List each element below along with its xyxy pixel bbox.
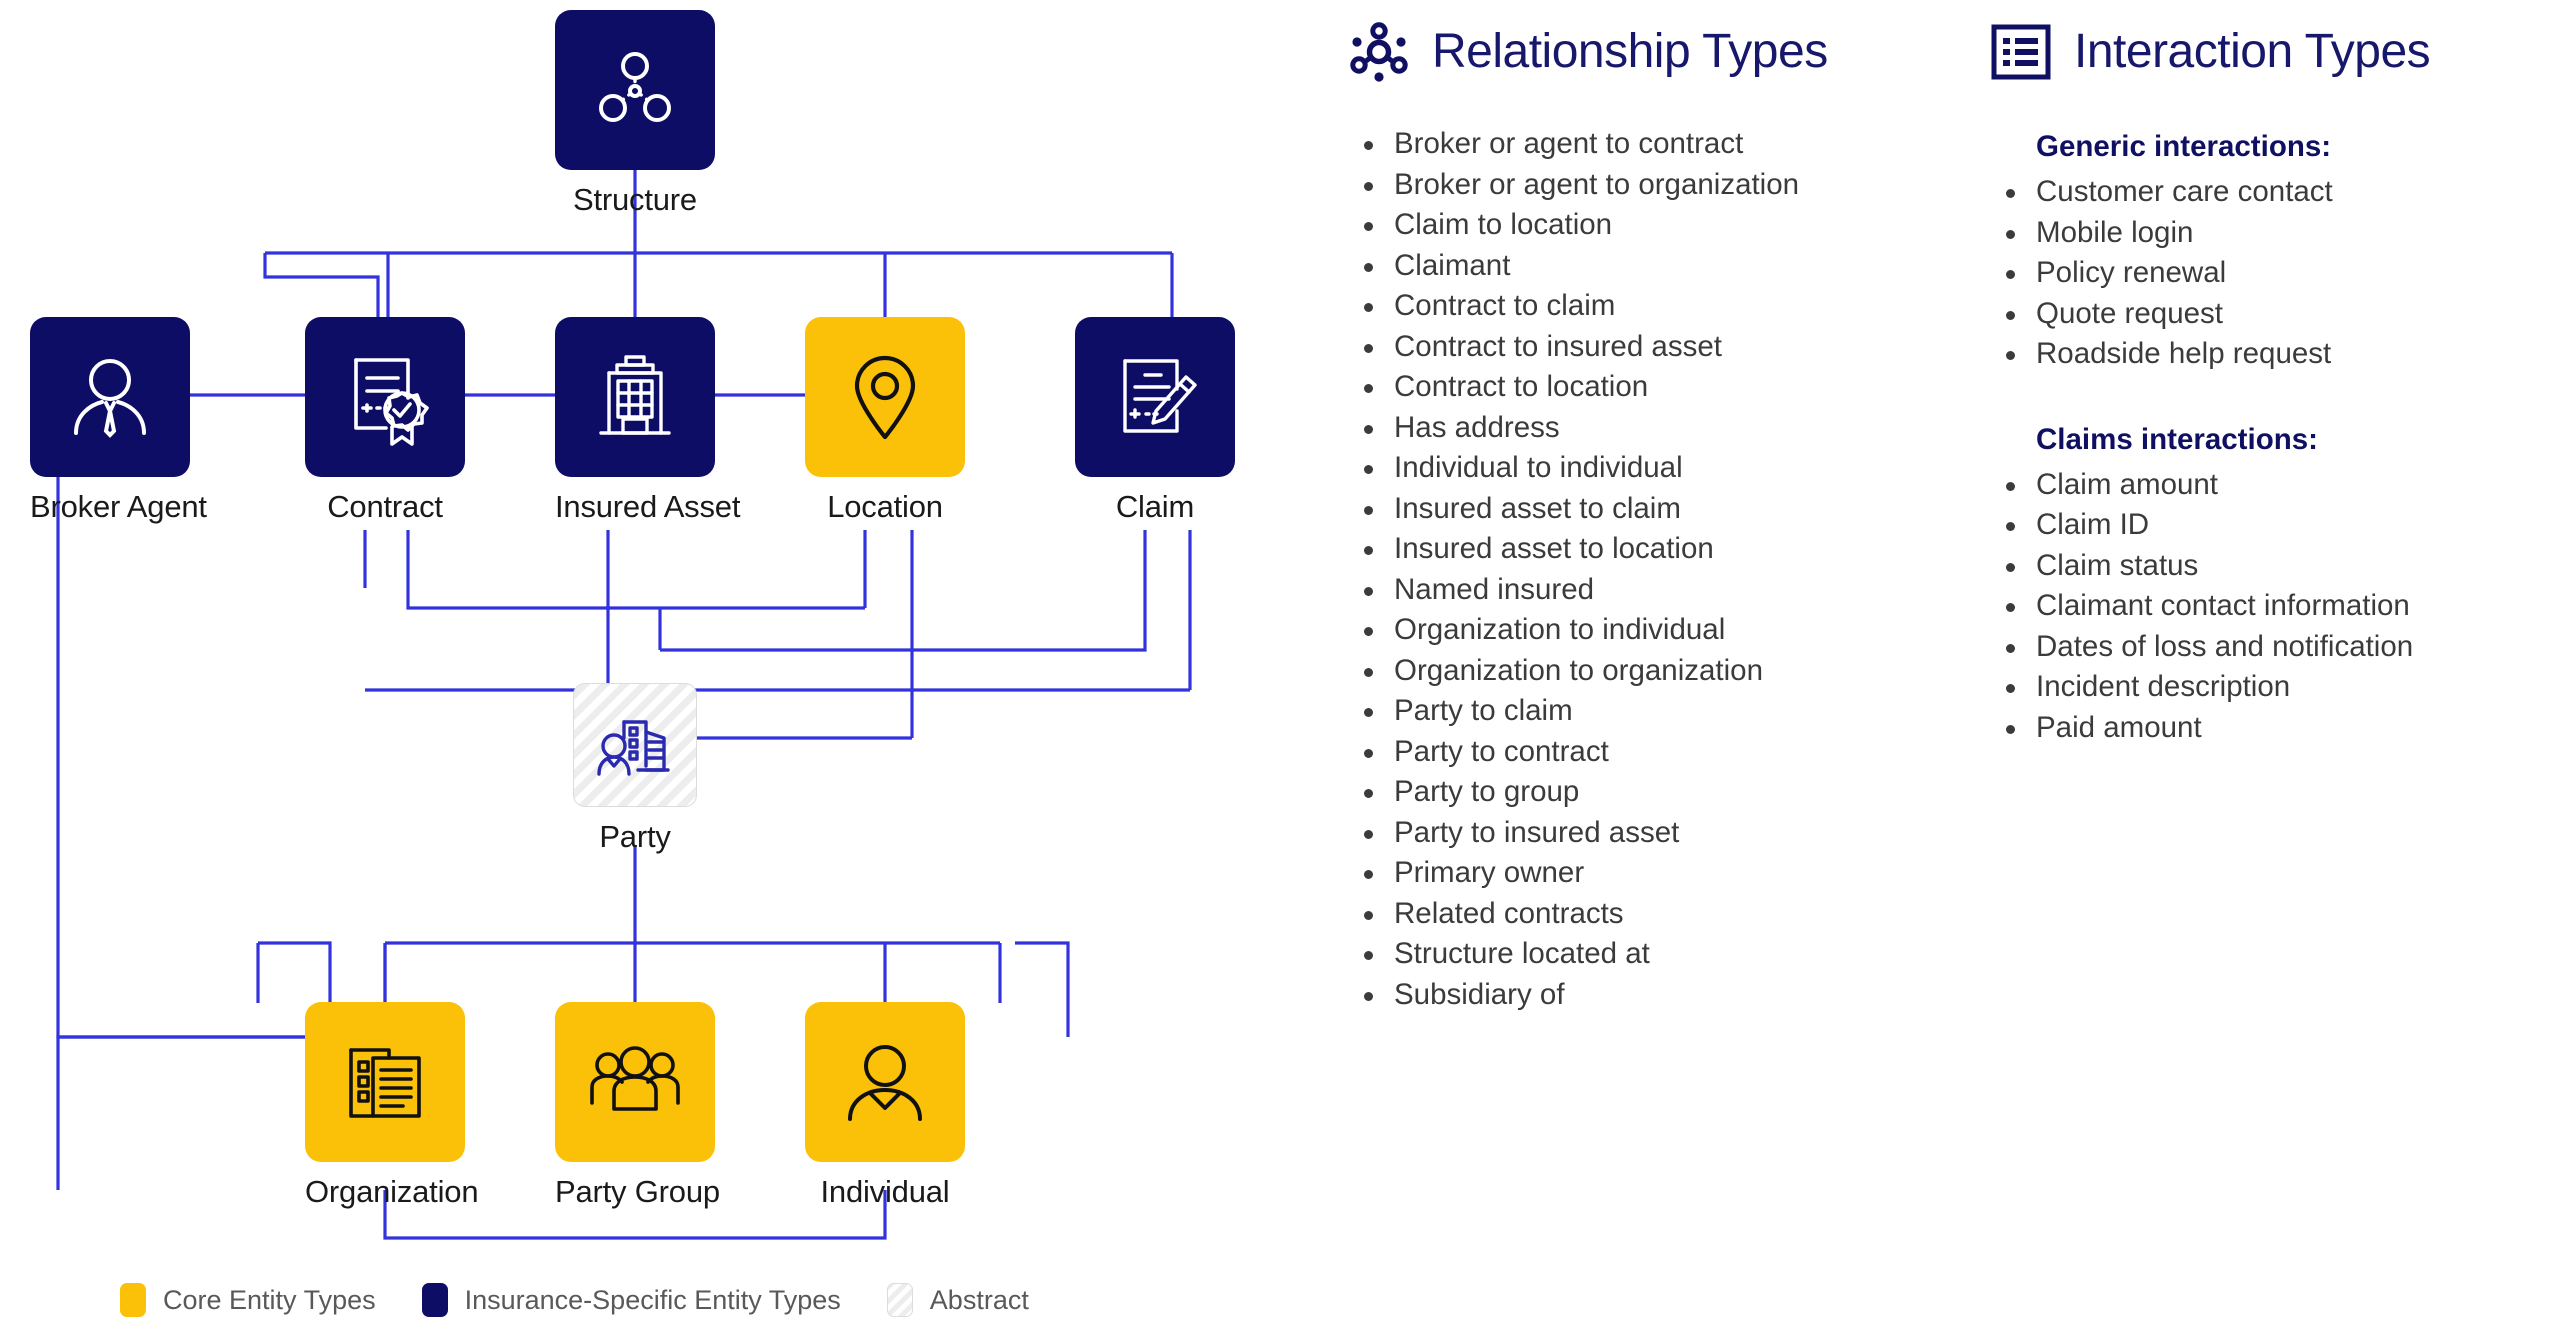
- structure-network-icon: [589, 44, 681, 136]
- list-item: Broker or agent to organization: [1348, 165, 1948, 206]
- list-item: Party to claim: [1348, 691, 1948, 732]
- list-item: Claimant contact information: [1990, 586, 2560, 627]
- list-item: Customer care contact: [1990, 172, 2560, 213]
- building-document-icon: [339, 1036, 431, 1128]
- node-claim-tile[interactable]: [1075, 317, 1235, 477]
- node-broker-agent-tile[interactable]: [30, 317, 190, 477]
- node-organization-tile[interactable]: [305, 1002, 465, 1162]
- node-individual-label: Individual: [820, 1174, 950, 1209]
- list-item: Claim ID: [1990, 505, 2560, 546]
- list-item: Party to insured asset: [1348, 813, 1948, 854]
- generic-interactions-list: Customer care contact Mobile login Polic…: [1990, 172, 2560, 375]
- node-insured-asset-tile[interactable]: [555, 317, 715, 477]
- node-party-group-label: Party Group: [555, 1174, 720, 1209]
- list-item: Primary owner: [1348, 853, 1948, 894]
- list-item: Subsidiary of: [1348, 975, 1948, 1016]
- list-item: Incident description: [1990, 667, 2560, 708]
- list-item: Claim to location: [1348, 205, 1948, 246]
- office-building-icon: [587, 349, 683, 445]
- list-item: Party to group: [1348, 772, 1948, 813]
- legend-label-abstract: Abstract: [929, 1284, 1029, 1315]
- list-item: Contract to insured asset: [1348, 327, 1948, 368]
- legend-label-core: Core Entity Types: [163, 1284, 376, 1315]
- person-building-icon: [594, 704, 676, 786]
- document-seal-icon: [336, 348, 434, 446]
- entity-relationship-diagram: Structure Broker Agent: [30, 10, 1235, 1317]
- person-tie-icon: [62, 349, 158, 445]
- relationship-types-title: Relationship Types: [1432, 25, 1828, 78]
- legend-item-core: Core Entity Types: [120, 1283, 376, 1317]
- list-item: Paid amount: [1990, 708, 2560, 749]
- node-broker-agent[interactable]: Broker Agent: [30, 317, 207, 524]
- list-item: Named insured: [1348, 570, 1948, 611]
- node-contract-tile[interactable]: [305, 317, 465, 477]
- node-broker-agent-label: Broker Agent: [30, 489, 207, 524]
- claims-interactions-heading: Claims interactions:: [2036, 422, 2318, 456]
- list-item: Insured asset to claim: [1348, 489, 1948, 530]
- list-item: Quote request: [1990, 294, 2560, 335]
- node-contract[interactable]: Contract: [305, 317, 465, 524]
- node-party-tile[interactable]: [573, 683, 697, 807]
- node-organization-label: Organization: [305, 1174, 479, 1209]
- interaction-types-title: Interaction Types: [2074, 25, 2431, 78]
- person-icon: [838, 1035, 932, 1129]
- legend-label-insurance: Insurance-Specific Entity Types: [464, 1284, 841, 1315]
- list-item: Claim amount: [1990, 465, 2560, 506]
- node-party-label: Party: [599, 819, 671, 854]
- list-item: Roadside help request: [1990, 334, 2560, 375]
- map-pin-icon: [839, 351, 931, 443]
- document-pencil-icon: [1107, 349, 1203, 445]
- list-item: Insured asset to location: [1348, 529, 1948, 570]
- interaction-types-header: Interaction Types: [1990, 0, 2560, 90]
- list-item: Contract to claim: [1348, 286, 1948, 327]
- list-item: Dates of loss and notification: [1990, 627, 2560, 668]
- legend-swatch-abstract: [886, 1283, 913, 1317]
- node-location[interactable]: Location: [805, 317, 965, 524]
- node-individual-tile[interactable]: [805, 1002, 965, 1162]
- node-location-label: Location: [827, 489, 943, 524]
- relationship-types-list: Broker or agent to contract Broker or ag…: [1348, 124, 1948, 1015]
- legend-swatch-core: [120, 1283, 146, 1317]
- node-structure-tile[interactable]: [555, 10, 715, 170]
- list-item: Has address: [1348, 408, 1948, 449]
- legend: Core Entity Types Insurance-Specific Ent…: [120, 1283, 1075, 1317]
- relationship-types-panel: Relationship Types Broker or agent to co…: [1348, 0, 1948, 1015]
- list-item: Organization to individual: [1348, 610, 1948, 651]
- node-location-tile[interactable]: [805, 317, 965, 477]
- list-item: Contract to location: [1348, 367, 1948, 408]
- list-item: Mobile login: [1990, 213, 2560, 254]
- network-nodes-icon: [1348, 21, 1410, 83]
- node-party[interactable]: Party: [555, 683, 715, 854]
- node-organization[interactable]: Organization: [305, 1002, 479, 1209]
- list-item: Claimant: [1348, 246, 1948, 287]
- people-group-icon: [588, 1035, 682, 1129]
- list-item: Party to contract: [1348, 732, 1948, 773]
- list-item: Broker or agent to contract: [1348, 124, 1948, 165]
- list-item: Policy renewal: [1990, 253, 2560, 294]
- legend-item-insurance: Insurance-Specific Entity Types: [421, 1283, 841, 1317]
- node-structure-label: Structure: [573, 182, 697, 217]
- node-party-group[interactable]: Party Group: [555, 1002, 720, 1209]
- node-party-group-tile[interactable]: [555, 1002, 715, 1162]
- legend-item-abstract: Abstract: [886, 1283, 1029, 1317]
- node-structure[interactable]: Structure: [555, 10, 715, 217]
- list-box-icon: [1990, 21, 2052, 83]
- list-item: Structure located at: [1348, 934, 1948, 975]
- list-item: Organization to organization: [1348, 651, 1948, 692]
- relationship-types-header: Relationship Types: [1348, 0, 1948, 90]
- claims-interactions-list: Claim amount Claim ID Claim status Claim…: [1990, 465, 2560, 749]
- node-insured-asset-label: Insured Asset: [555, 489, 741, 524]
- list-item: Related contracts: [1348, 894, 1948, 935]
- node-insured-asset[interactable]: Insured Asset: [555, 317, 741, 524]
- node-claim[interactable]: Claim: [1075, 317, 1235, 524]
- interaction-types-panel: Interaction Types Generic interactions: …: [1990, 0, 2560, 748]
- node-contract-label: Contract: [327, 489, 443, 524]
- node-claim-label: Claim: [1115, 489, 1195, 524]
- generic-interactions-heading: Generic interactions:: [2036, 130, 2332, 163]
- legend-swatch-insurance: [421, 1283, 448, 1317]
- list-item: Claim status: [1990, 546, 2560, 587]
- node-individual[interactable]: Individual: [805, 1002, 965, 1209]
- list-item: Individual to individual: [1348, 448, 1948, 489]
